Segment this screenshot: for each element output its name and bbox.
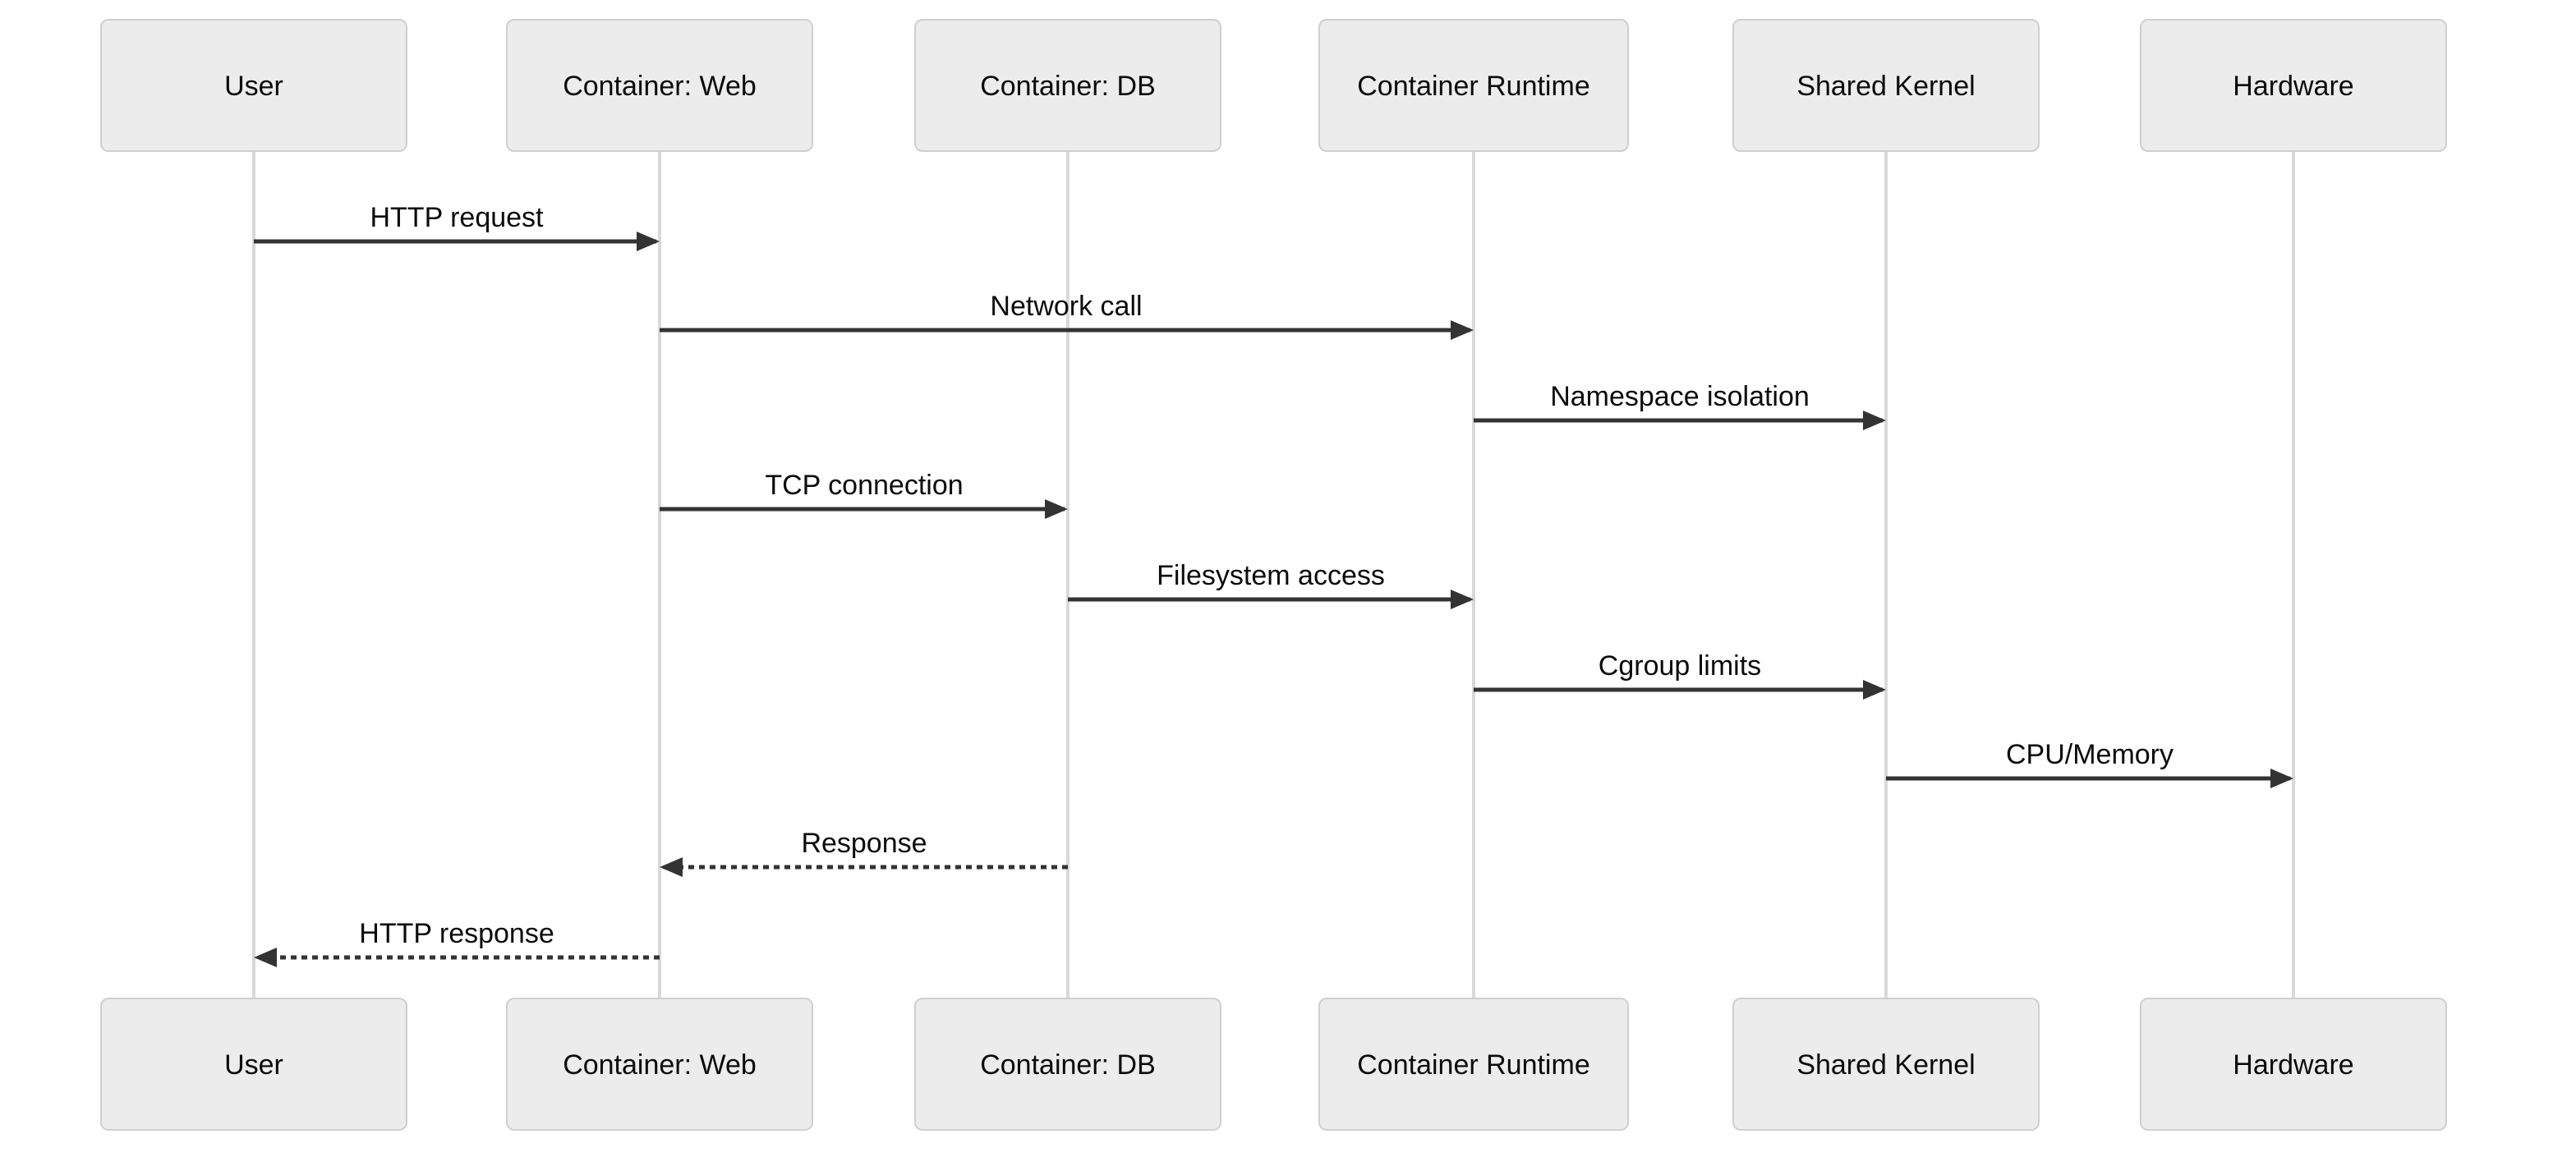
actor-box — [100, 998, 407, 1131]
message-label: HTTP request — [370, 202, 544, 233]
actor-top-container-runtime: Container Runtime — [1318, 19, 1629, 152]
actor-label: User — [224, 1049, 283, 1081]
message-http-request: HTTP request — [254, 202, 660, 251]
actor-label: Container Runtime — [1357, 1049, 1589, 1081]
actor-label: User — [224, 71, 283, 102]
message-cgroup-limits: Cgroup limits — [1474, 650, 1886, 700]
actor-box — [2140, 19, 2447, 152]
message-response: Response — [660, 828, 1068, 877]
actor-box — [1732, 19, 2040, 152]
actor-bottom-hardware: Hardware — [2140, 998, 2447, 1131]
actor-box — [914, 19, 1221, 152]
message-label: HTTP response — [359, 918, 554, 949]
message-http-response: HTTP response — [254, 918, 660, 967]
message-label: Filesystem access — [1157, 560, 1385, 591]
message-tcp-connection: TCP connection — [660, 470, 1068, 519]
message-label: Namespace isolation — [1550, 381, 1810, 412]
actor-top-container-db: Container: DB — [914, 19, 1221, 152]
actor-box — [1318, 19, 1629, 152]
actor-bottom-container-web: Container: Web — [506, 998, 813, 1131]
actor-box — [914, 998, 1221, 1131]
actor-label: Hardware — [2233, 1049, 2353, 1081]
message-label: TCP connection — [765, 470, 963, 501]
actor-box — [1732, 998, 2040, 1131]
messages: HTTP request Network call Namespace isol… — [254, 202, 2293, 967]
message-label: Cgroup limits — [1598, 650, 1761, 682]
actor-box — [506, 998, 813, 1131]
actor-box — [100, 19, 407, 152]
actor-label: Container: DB — [980, 71, 1156, 102]
actor-bottom-container-db: Container: DB — [914, 998, 1221, 1131]
actor-box — [1318, 998, 1629, 1131]
actor-label: Container Runtime — [1357, 71, 1589, 102]
lifelines — [252, 151, 2295, 998]
actors-top: User Container: Web Container: DB Contai… — [100, 19, 2447, 152]
message-label: CPU/Memory — [2006, 739, 2174, 770]
actor-top-shared-kernel: Shared Kernel — [1732, 19, 2040, 152]
actor-label: Container: Web — [563, 71, 757, 102]
actors-bottom: User Container: Web Container: DB Contai… — [100, 998, 2447, 1131]
actor-bottom-shared-kernel: Shared Kernel — [1732, 998, 2040, 1131]
actor-top-hardware: Hardware — [2140, 19, 2447, 152]
actor-label: Shared Kernel — [1796, 71, 1975, 102]
message-filesystem-access: Filesystem access — [1068, 560, 1474, 609]
message-network-call: Network call — [660, 291, 1474, 340]
actor-label: Shared Kernel — [1796, 1049, 1975, 1081]
message-namespace-isolation: Namespace isolation — [1474, 381, 1886, 430]
actor-bottom-container-runtime: Container Runtime — [1318, 998, 1629, 1131]
message-label: Response — [801, 828, 927, 859]
actor-box — [506, 19, 813, 152]
actor-bottom-user: User — [100, 998, 407, 1131]
actor-label: Container: Web — [563, 1049, 757, 1081]
actor-top-user: User — [100, 19, 407, 152]
message-label: Network call — [990, 291, 1142, 322]
actor-label: Hardware — [2233, 71, 2353, 102]
message-cpu-memory: CPU/Memory — [1886, 739, 2293, 788]
actor-label: Container: DB — [980, 1049, 1156, 1081]
actor-top-container-web: Container: Web — [506, 19, 813, 152]
actor-box — [2140, 998, 2447, 1131]
